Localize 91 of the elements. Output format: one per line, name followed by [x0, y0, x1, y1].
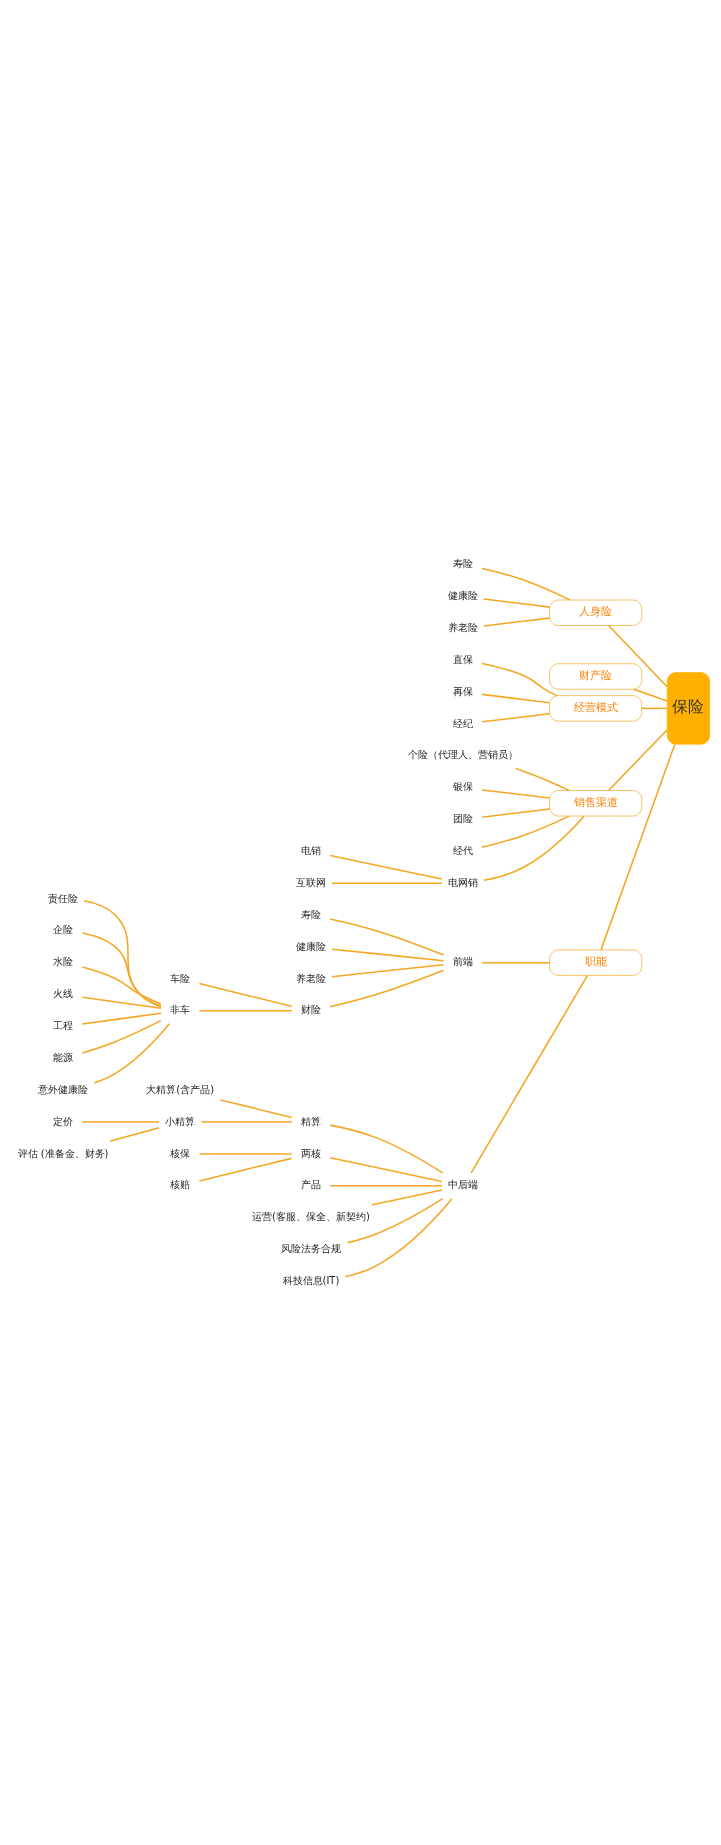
connector	[344, 1197, 453, 1277]
connector	[608, 728, 668, 791]
connector	[200, 1120, 293, 1123]
node-text: 电销	[300, 844, 321, 856]
node-text: 中后端	[447, 1178, 478, 1190]
node-text: 直保	[452, 653, 473, 665]
node-text: 经代	[452, 844, 473, 856]
node-text: 小精算	[165, 1115, 196, 1127]
connector	[481, 712, 551, 723]
node-text: 精算	[300, 1115, 321, 1127]
connector	[481, 567, 571, 601]
connector	[600, 743, 676, 951]
connector	[331, 963, 445, 978]
connector	[483, 616, 551, 627]
node-text: 工程	[53, 1019, 73, 1031]
connector	[331, 947, 445, 962]
connector	[198, 1009, 293, 1012]
node-box: 职能	[549, 949, 643, 976]
node-text: 寿险	[452, 557, 473, 569]
connector	[481, 662, 559, 696]
node-text: 意外健康险	[38, 1083, 88, 1095]
node-text: 养老险	[447, 621, 478, 633]
node-text: 企险	[53, 923, 73, 935]
node-box: 财产险	[549, 662, 643, 690]
node-text: 风险法务合规	[280, 1242, 341, 1254]
connector	[81, 1120, 160, 1123]
node-text: 再保	[452, 685, 473, 697]
node-box: 经营模式	[549, 694, 643, 721]
connector	[198, 1152, 293, 1155]
node-text: 非车	[170, 1003, 191, 1015]
node-text: 团险	[452, 812, 473, 824]
node-box: 保险	[666, 671, 711, 744]
connector	[329, 917, 445, 956]
node-text: 健康险	[295, 940, 326, 952]
node-text: 银保	[452, 780, 473, 792]
node-text: 养老险	[295, 972, 326, 984]
connector	[81, 1012, 162, 1025]
node-box: 人身险	[549, 599, 643, 626]
node-text: 前端	[452, 955, 473, 967]
node-text: 核保	[170, 1147, 191, 1159]
connector	[607, 624, 668, 687]
node-text: 寿险	[300, 908, 321, 920]
connector	[219, 1098, 293, 1118]
node-text: 互联网	[295, 876, 326, 888]
connector	[481, 814, 570, 848]
connector	[81, 1019, 162, 1054]
connector	[514, 767, 570, 791]
node-text: 评估 (准备金、财务)	[17, 1147, 109, 1159]
node-text: 产品	[300, 1178, 321, 1190]
node-text: 电网销	[447, 876, 478, 888]
connector	[483, 815, 585, 881]
connector	[481, 961, 551, 963]
node-text: 责任险	[48, 892, 78, 904]
connector	[346, 1197, 444, 1244]
node-text: 水险	[53, 955, 73, 967]
node-text: 科技信息(IT)	[282, 1274, 340, 1286]
node-text: 财险	[300, 1003, 321, 1015]
connector	[470, 974, 589, 1174]
connector	[483, 597, 551, 608]
connector	[641, 707, 668, 709]
node-text: 火线	[53, 987, 73, 999]
connector	[81, 965, 162, 1005]
connector	[93, 1022, 171, 1084]
node-text: 个险（代理人、营销员）	[407, 748, 518, 760]
connector	[331, 882, 443, 884]
connector	[83, 899, 162, 1008]
connector	[198, 982, 293, 1007]
connector	[329, 968, 445, 1007]
connector	[329, 1123, 444, 1174]
node-text: 核赔	[170, 1178, 191, 1190]
connector	[481, 807, 551, 818]
connector	[371, 1188, 443, 1206]
node-text: 两核	[300, 1147, 321, 1159]
node-text: 大精算(含产品)	[146, 1083, 215, 1095]
node-text: 经纪	[452, 717, 473, 729]
connector	[81, 995, 162, 1009]
connector	[481, 693, 551, 703]
connector	[81, 931, 162, 1007]
node-box: 销售渠道	[549, 789, 643, 816]
connector	[109, 1126, 160, 1142]
connector	[329, 1184, 443, 1187]
node-text: 运营(客服、保全、新契约)	[252, 1210, 370, 1222]
node-text: 健康险	[447, 589, 478, 601]
connector	[198, 1157, 293, 1182]
connector	[329, 854, 443, 880]
node-text: 定价	[53, 1115, 73, 1127]
connector	[481, 788, 551, 799]
connector	[329, 1156, 443, 1182]
connector	[632, 688, 668, 702]
node-text: 车险	[170, 972, 191, 984]
node-text: 能源	[53, 1051, 73, 1063]
